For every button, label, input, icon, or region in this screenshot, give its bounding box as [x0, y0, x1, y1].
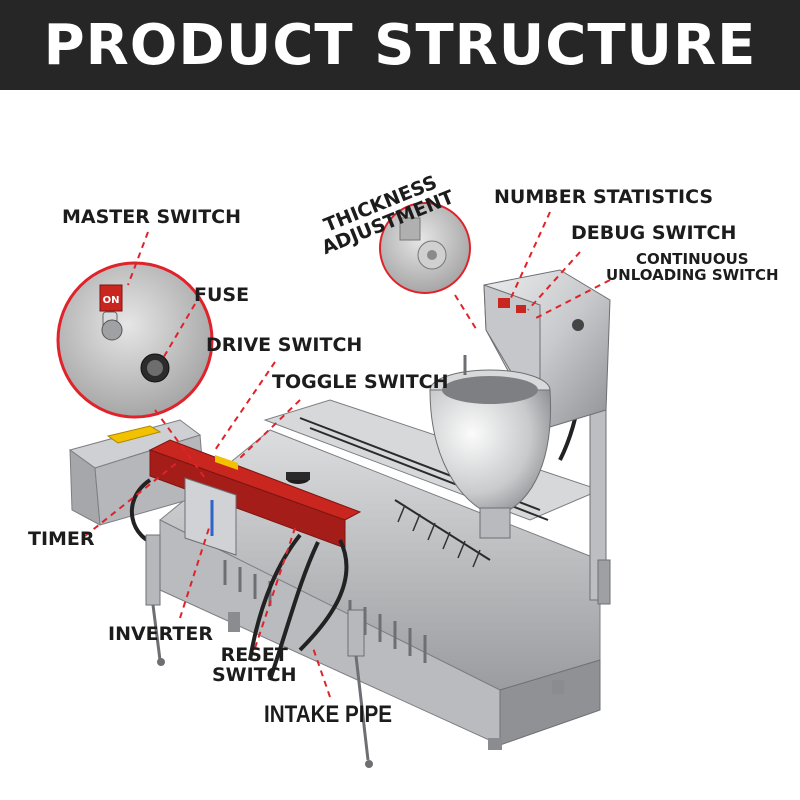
label-inverter: INVERTER: [108, 623, 214, 645]
label-master-switch: MASTER SWITCH: [62, 206, 241, 228]
label-reset-switch-line2: SWITCH: [212, 663, 297, 686]
label-timer: TIMER: [28, 528, 95, 550]
label-reset-switch-line1: RESET: [220, 644, 288, 666]
label-toggle-switch: TOGGLE SWITCH: [272, 371, 449, 393]
label-drive-switch: DRIVE SWITCH: [206, 334, 363, 356]
diagram-stage: ON MAST: [0, 90, 800, 800]
machine-illustration: ON: [56, 202, 611, 768]
page-title: PRODUCT STRUCTURE: [43, 12, 757, 78]
label-continuous-unloading-switch: CONTINUOUS UNLOADING SWITCH: [606, 250, 779, 284]
label-continuous-line1: CONTINUOUS: [635, 250, 749, 268]
thickness-zoom-circle: [379, 202, 471, 294]
label-fuse: FUSE: [194, 284, 250, 306]
red-control-panel: [148, 439, 362, 556]
label-number-statistics: NUMBER STATISTICS: [494, 186, 714, 208]
label-debug-switch: DEBUG SWITCH: [571, 222, 737, 244]
label-reset-switch: RESET SWITCH: [212, 644, 297, 686]
title-banner: PRODUCT STRUCTURE: [0, 0, 800, 90]
switch-plate-label: ON: [103, 295, 120, 306]
switch-zoom-circle: ON: [56, 261, 214, 419]
label-continuous-line2: UNLOADING SWITCH: [606, 265, 779, 284]
leader-lines: [84, 211, 611, 698]
batter-hopper: [429, 355, 552, 539]
label-intake-pipe: INTAKE PIPE: [264, 701, 393, 728]
support-legs: [145, 399, 611, 768]
